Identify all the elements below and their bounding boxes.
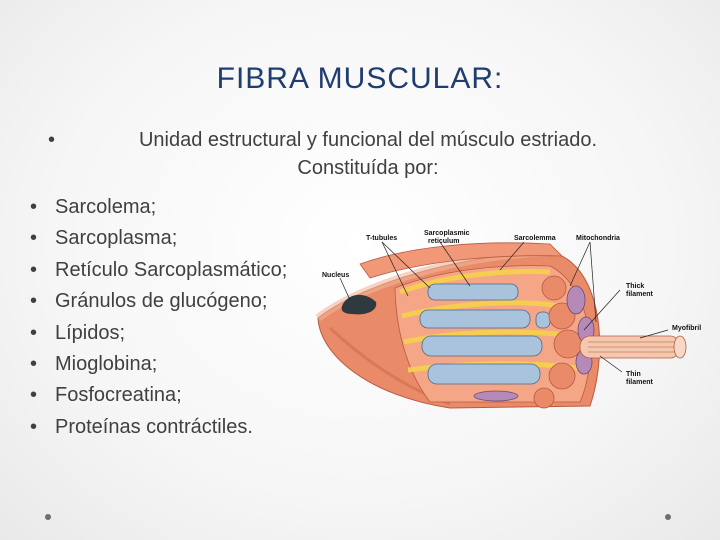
component-list: •Sarcolema; •Sarcoplasma; •Retículo Sarc… <box>30 192 287 443</box>
label-sarcolemma: Sarcolemma <box>514 235 556 242</box>
label-nucleus: Nucleus <box>322 272 349 279</box>
label-thin-line-1: Thin <box>626 371 641 378</box>
intro-bullet: • <box>48 129 56 151</box>
slide-title: FIBRA MUSCULAR: <box>216 62 504 95</box>
list-item: •Sarcolema; <box>30 196 157 218</box>
label-thick-line-1: Thick <box>626 283 644 290</box>
intro-text: • Unidad estructural y funcional del mús… <box>48 126 688 182</box>
corner-dot-right <box>665 514 671 520</box>
muscle-fiber-illustration: T-tubules Sarcoplasmic reticulum Sarcole… <box>315 230 701 409</box>
list-item: •Lípidos; <box>30 321 126 344</box>
list-item: •Mioglobina; <box>30 352 158 375</box>
list-item: •Fosfocreatina; <box>30 384 182 407</box>
label-t-tubules: T-tubules <box>366 235 397 242</box>
myofibrils <box>419 283 551 385</box>
list-item: •Retículo Sarcoplasmático; <box>30 258 288 281</box>
label-mitochondria: Mitochondria <box>576 235 620 242</box>
label-thin-line-2: filament <box>626 379 654 386</box>
list-item: •Sarcoplasma; <box>30 227 178 250</box>
list-item: •Proteínas contráctiles. <box>30 415 253 438</box>
label-sr-line-2: reticulum <box>428 238 460 245</box>
list-item: •Gránulos de glucógeno; <box>30 290 268 313</box>
intro-line-1: Unidad estructural y funcional del múscu… <box>138 129 598 151</box>
label-thick-line-2: filament <box>626 291 654 298</box>
label-myofibril: Myofibril <box>672 325 701 332</box>
intro-line-2: Constituída por: <box>297 157 439 179</box>
corner-dot-left <box>45 514 51 520</box>
label-sr-line-1: Sarcoplasmic <box>424 230 470 237</box>
extracted-myofibril <box>579 335 687 359</box>
